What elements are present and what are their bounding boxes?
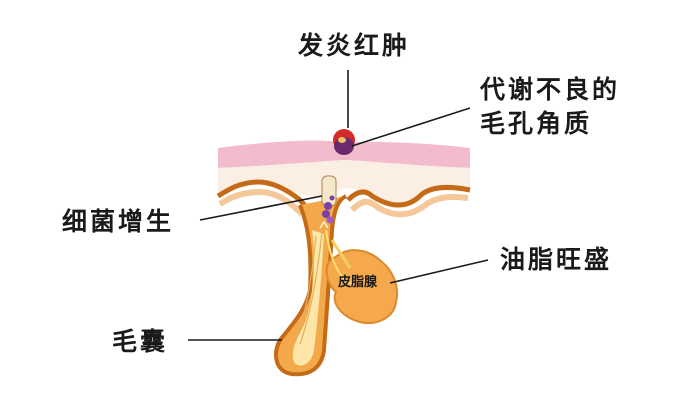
- label-keratin-line2: 毛孔角质: [480, 109, 592, 138]
- dermis-border-right: [346, 185, 471, 208]
- dermis-border-inner-right: [349, 194, 469, 218]
- label-keratin-line1: 代谢不良的: [479, 75, 620, 104]
- leader-keratin: [351, 107, 471, 147]
- leader-bacteria: [199, 195, 323, 221]
- label-sebum: 油脂旺盛: [500, 245, 612, 274]
- leader-sebum: [389, 259, 489, 284]
- bacteria-dot: [324, 202, 332, 210]
- label-inflammation: 发炎红肿: [297, 31, 410, 60]
- bacteria-dot: [326, 216, 334, 224]
- sebaceous-gland-shape: [325, 249, 398, 324]
- dermis-layer: [218, 160, 470, 206]
- flow-arrow: [319, 220, 329, 229]
- sebaceous-duct: [330, 239, 352, 269]
- pimple-yellow-head: [338, 137, 346, 143]
- pimple: [333, 129, 355, 155]
- dermis-border-inner: [218, 188, 305, 217]
- hair-shaft: [295, 231, 323, 345]
- pore-plug: [321, 175, 337, 207]
- sebum-flow-line: [325, 229, 353, 285]
- bacteria-cluster: [322, 195, 335, 224]
- bacteria-dot: [329, 195, 335, 201]
- label-hair-follicle: 毛囊: [112, 327, 168, 356]
- bacteria-dot: [322, 210, 330, 218]
- label-bacteria: 细菌增生: [62, 207, 174, 236]
- hair-follicle-inner: [292, 230, 324, 366]
- label-sebaceous-gland: 皮脂腺: [337, 274, 378, 290]
